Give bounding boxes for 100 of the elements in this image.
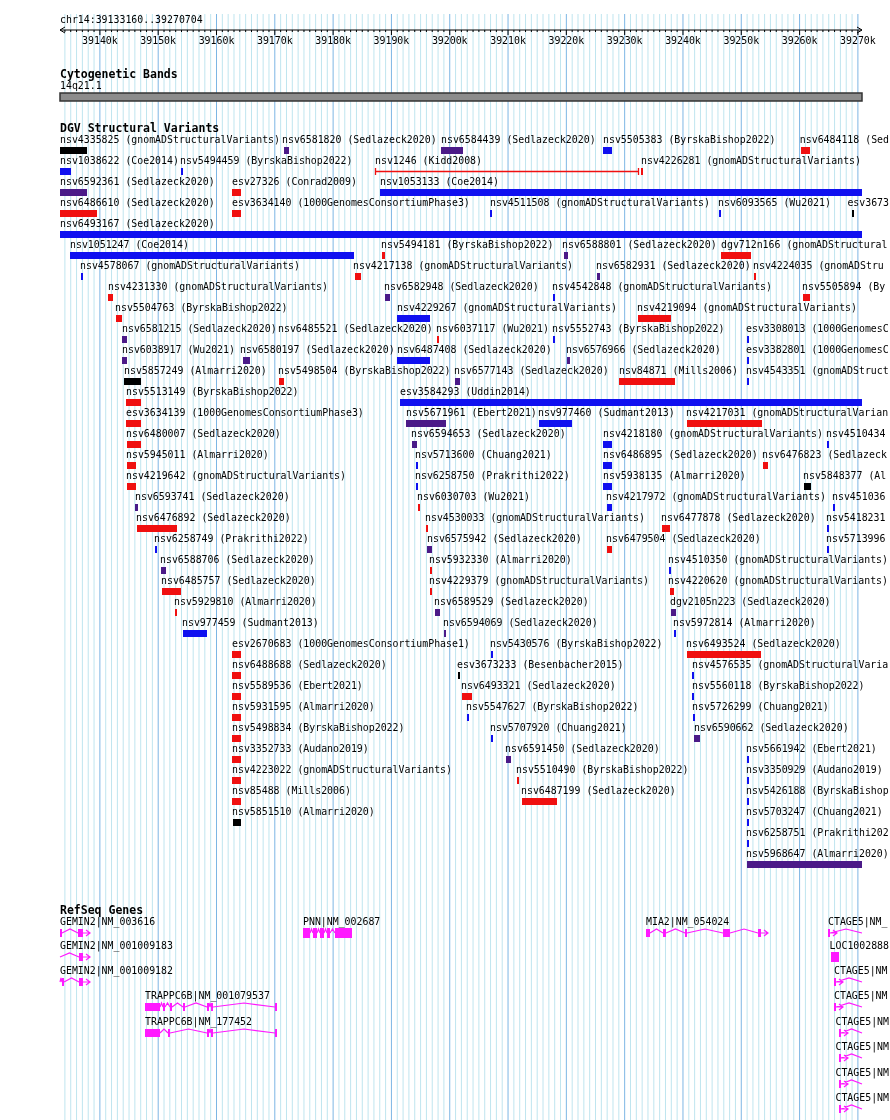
variant-label: nsv4335825 (gnomADStructuralVariants) <box>60 134 280 146</box>
tick-label: 39220k <box>548 35 585 47</box>
variant-label: nsv6577143 (Sedlazeck2020) <box>454 365 609 377</box>
variant-label: esv3634140 (1000GenomesConsortiumPhase3) <box>232 197 470 209</box>
variant-label: nsv5504763 (ByrskaBishop2022) <box>115 302 288 314</box>
variant-label: nsv6582948 (Sedlazeck2020) <box>384 281 539 293</box>
variant-label: nsv4217031 (gnomADStructuralVarian <box>686 407 889 419</box>
variant-label: nsv1038622 (Coe2014) <box>60 155 179 167</box>
variant-label: nsv5671961 (Ebert2021) <box>406 407 537 419</box>
variant-label: nsv4223022 (gnomADStructuralVariants) <box>232 764 452 776</box>
variant-label: nsv6476823 (Sedlazeck <box>762 449 887 461</box>
tick-label: 39250k <box>723 35 760 47</box>
variant-label: nsv5972814 (Almarri2020) <box>673 617 816 629</box>
variant-label: nsv4510350 (gnomADStructuralVariants) <box>668 554 888 566</box>
variant-label: nsv6591450 (Sedlazeck2020) <box>505 743 660 755</box>
variant-label: nsv6030703 (Wu2021) <box>417 491 530 503</box>
variant-label: nsv5938135 (Almarri2020) <box>603 470 746 482</box>
variant-label: nsv6485757 (Sedlazeck2020) <box>161 575 316 587</box>
variant-label: nsv5713996 <box>826 533 886 545</box>
variant-label: esv3673 <box>847 197 889 209</box>
tick-label: 39260k <box>781 35 818 47</box>
variant-label: nsv6093565 (Wu2021) <box>718 197 831 209</box>
variant-label: esv3584293 (Uddin2014) <box>400 386 531 398</box>
variant-label: nsv6582931 (Sedlazeck2020) <box>596 260 751 272</box>
variant-label: nsv6589529 (Sedlazeck2020) <box>434 596 589 608</box>
gene-label: CTAGE5|NM <box>835 1092 889 1104</box>
variant-label: nsv5726299 (Chuang2021) <box>692 701 829 713</box>
track-title: Cytogenetic Bands <box>60 67 178 81</box>
gene-label: CTAGE5|NM <box>835 1041 889 1053</box>
tick-label: 39140k <box>82 35 118 47</box>
variant-label: nsv6038917 (Wu2021) <box>122 344 235 356</box>
variant-label: nsv4224035 (gnomADStru <box>753 260 884 272</box>
tick-label: 39240k <box>665 35 701 47</box>
variant-label: nsv4578067 (gnomADStructuralVariants) <box>80 260 300 272</box>
tick-label: 39230k <box>606 35 643 47</box>
variant-label: nsv5589536 (Ebert2021) <box>232 680 363 692</box>
gene-label: GEMIN2|NM_003616 <box>60 916 156 928</box>
variant-label: nsv6487408 (Sedlazeck2020) <box>397 344 552 356</box>
variant-label: nsv5560118 (ByrskaBishop2022) <box>692 680 865 692</box>
variant-label: nsv6493524 (Sedlazeck2020) <box>686 638 841 650</box>
variant-label: nsv4229379 (gnomADStructuralVariants) <box>429 575 649 587</box>
variant-label: nsv6581820 (Sedlazeck2020) <box>282 134 437 146</box>
variant-label: nsv4530033 (gnomADStructuralVariants) <box>425 512 645 524</box>
variant-label: nsv6486610 (Sedlazeck2020) <box>60 197 215 209</box>
tick-label: 39160k <box>198 35 235 47</box>
variant-label: nsv6593741 (Sedlazeck2020) <box>135 491 290 503</box>
variant-label: dgv712n166 (gnomADStructural <box>721 239 888 251</box>
variant-label: nsv1246 (Kidd2008) <box>375 155 482 167</box>
variant-label: nsv4218180 (gnomADStructuralVariants) <box>603 428 823 440</box>
variant-label: nsv5713600 (Chuang2021) <box>415 449 552 461</box>
variant-label: nsv5505383 (ByrskaBishop2022) <box>603 134 776 146</box>
variant-label: esv3382801 (1000GenomesC <box>746 344 889 356</box>
variant-label: nsv5513149 (ByrskaBishop2022) <box>126 386 299 398</box>
variant-label: nsv6484118 (Sed <box>799 134 889 146</box>
variant-label: nsv5932330 (Almarri2020) <box>429 554 572 566</box>
variant-label: nsv6493167 (Sedlazeck2020) <box>60 218 215 230</box>
variant-label: nsv6479504 (Sedlazeck2020) <box>606 533 761 545</box>
variant-label: nsv4219094 (gnomADStructuralVariants) <box>637 302 857 314</box>
tick-label: 39200k <box>431 35 468 47</box>
variant-label: nsv6580197 (Sedlazeck2020) <box>240 344 395 356</box>
gene-label: CTAGE5|NM <box>835 1016 889 1028</box>
variant-label: nsv4510434 <box>826 428 886 440</box>
variant-label: nsv6488688 (Sedlazeck2020) <box>232 659 387 671</box>
variant-label: nsv6037117 (Wu2021) <box>436 323 549 335</box>
variant-label: nsv5498834 (ByrskaBishop2022) <box>232 722 405 734</box>
tick-label: 39180k <box>315 35 351 47</box>
variant-label: nsv5418231 <box>826 512 886 524</box>
variant-label: nsv1053133 (Coe2014) <box>380 176 499 188</box>
tick-label: 39190k <box>373 35 410 47</box>
variant-label: nsv6594653 (Sedlazeck2020) <box>411 428 566 440</box>
variant-label: nsv5848377 (Al <box>803 470 887 482</box>
variant-label: nsv5430576 (ByrskaBishop2022) <box>490 638 663 650</box>
variant-label: nsv3350929 (Audano2019) <box>746 764 883 776</box>
variant-label: nsv4542848 (gnomADStructuralVariants) <box>552 281 772 293</box>
variant-label: nsv6584439 (Sedlazeck2020) <box>441 134 596 146</box>
variant-label: esv3308013 (1000GenomesC <box>746 323 889 335</box>
variant-label: nsv6576966 (Sedlazeck2020) <box>566 344 721 356</box>
variant-label: nsv5494181 (ByrskaBishop2022) <box>381 239 554 251</box>
variant-label: nsv4511508 (gnomADStructuralVariants) <box>490 197 710 209</box>
variant-label: esv3673233 (Besenbacher2015) <box>457 659 624 671</box>
variant-label: nsv6493321 (Sedlazeck2020) <box>461 680 616 692</box>
variant-label: nsv5494459 (ByrskaBishop2022) <box>180 155 353 167</box>
variant-label: esv2670683 (1000GenomesConsortiumPhase1) <box>232 638 470 650</box>
variant-label: nsv6581215 (Sedlazeck2020) <box>122 323 277 335</box>
variant-label: esv27326 (Conrad2009) <box>232 176 357 188</box>
tick-label: 39270k <box>840 35 876 47</box>
variant-label: nsv977459 (Sudmant2013) <box>182 617 319 629</box>
variant-label: nsv4231330 (gnomADStructuralVariants) <box>108 281 328 293</box>
variant-label: nsv85488 (Mills2006) <box>232 785 351 797</box>
gene-label: MIA2|NM_054024 <box>646 916 730 928</box>
variant-label: nsv6258751 (Prakrithi202 <box>746 827 889 839</box>
variant-label: dgv2105n223 (Sedlazeck2020) <box>670 596 831 608</box>
variant-label: nsv4576535 (gnomADStructuralVaria <box>692 659 889 671</box>
gene-label: TRAPPC6B|NM_177452 <box>145 1016 252 1028</box>
variant-label: nsv4229267 (gnomADStructuralVariants) <box>397 302 617 314</box>
variant-label: nsv5510490 (ByrskaBishop2022) <box>516 764 689 776</box>
variant-label: nsv4226281 (gnomADStructuralVariants) <box>641 155 861 167</box>
tick-label: 39150k <box>140 35 176 47</box>
gene-label: GEMIN2|NM_001009183 <box>60 940 173 952</box>
variant-label: nsv5931595 (Almarri2020) <box>232 701 375 713</box>
